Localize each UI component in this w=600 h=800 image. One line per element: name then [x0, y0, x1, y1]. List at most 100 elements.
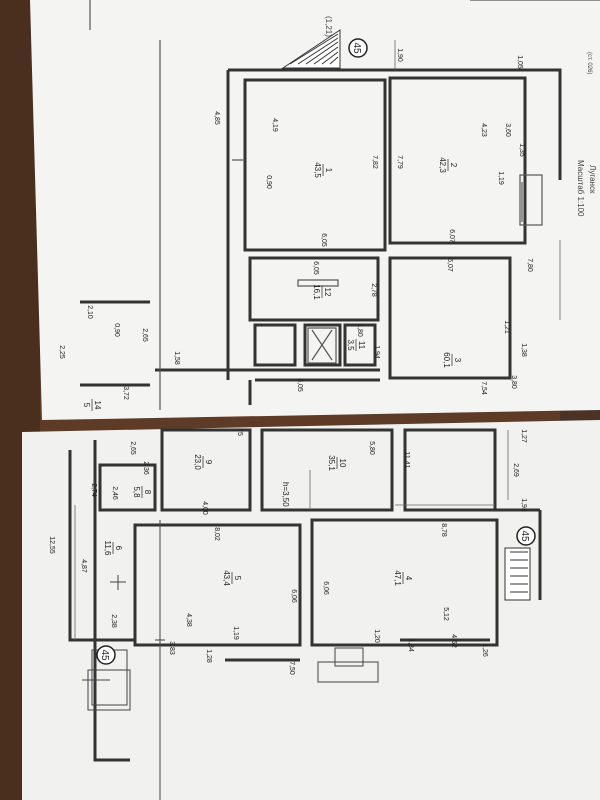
room-number: 14	[93, 401, 102, 410]
dimension-label: 6,06	[322, 581, 329, 595]
dimension-labels: 1,90 1,05 3,60 1,35 4,85 4,19 4,23 7,82 7,79 1,19…	[48, 48, 533, 675]
dimension-label: 1,28	[205, 649, 212, 663]
dimension-label: 8,02	[213, 527, 220, 541]
room-area: 43,4	[222, 570, 231, 586]
lower-plan-walls	[68, 428, 542, 762]
room-area: 43,5	[313, 162, 322, 178]
dimension-label: 6,07	[448, 229, 455, 243]
section-marker-lower-left: 45	[96, 645, 116, 665]
room-label: 360,1	[442, 352, 462, 368]
dimension-label: 1,34	[407, 638, 414, 652]
dimension-label: 2,65	[141, 328, 148, 342]
section-marker-lower-right: 45	[516, 526, 536, 546]
dimension-label: 2,46	[111, 486, 118, 500]
upper-sheet	[30, 0, 600, 420]
section-marker-top-label: 45	[351, 42, 362, 54]
dimension-label: 1,38	[520, 343, 527, 357]
room-number: 12	[323, 288, 332, 297]
dimension-label: 1,05	[516, 55, 523, 69]
dimension-label: 11,41	[403, 452, 410, 469]
dimension-label: 5,80	[368, 441, 375, 455]
dimension-label: 6,06	[290, 589, 297, 603]
room-number: 5	[233, 576, 242, 581]
dimension-label: 1,27	[520, 429, 527, 443]
dimension-label: 1,93	[520, 498, 527, 512]
room-number: 4	[404, 576, 413, 581]
room-area: 11,6	[103, 541, 112, 557]
dimension-label: 4,23	[480, 123, 487, 137]
room-area: 3,5	[346, 339, 355, 351]
dimension-label: 7,79	[396, 155, 403, 169]
section-marker-lower-right-label: 45	[519, 530, 530, 542]
dimension-label: 7,82	[371, 155, 378, 169]
room-label: 923,0	[193, 454, 213, 470]
room-area: 23,0	[193, 454, 202, 470]
dimension-label: 6,05	[320, 233, 327, 247]
room-label: 611,6	[103, 541, 123, 557]
dimension-label: 7,80	[526, 258, 533, 272]
dimension-label: 6,05	[296, 378, 303, 392]
upper-plan-walls	[80, 68, 562, 405]
room-number: 8	[143, 490, 152, 495]
dimension-label: 0,90	[265, 175, 272, 189]
dimension-label: 3,80	[510, 375, 517, 389]
room-label: 143,5	[313, 162, 333, 178]
header-mark-left: (1,21)	[324, 16, 333, 37]
room-area: 5	[82, 403, 91, 408]
upper-stairs	[281, 29, 341, 69]
dimension-label: 6,07	[446, 258, 453, 272]
dimension-label: 2,78	[370, 283, 377, 297]
room-number: 10	[338, 459, 347, 468]
dimension-label: 1,35	[518, 143, 525, 157]
dimension-label: 75	[236, 428, 243, 436]
dimension-label: 3,72	[122, 386, 129, 400]
lower-stairs	[504, 547, 531, 601]
room-label: 242,3	[438, 157, 458, 173]
room-area: 60,1	[442, 352, 451, 368]
dimension-label: 1,20	[373, 629, 380, 643]
dimension-label: 0,90	[113, 323, 120, 337]
dimension-label: 7,50	[288, 661, 295, 675]
room-label: 145	[82, 399, 102, 411]
room-number: 6	[114, 546, 123, 551]
dimension-label: 4,19	[271, 118, 278, 132]
dimension-label: 3,83	[168, 641, 175, 655]
section-marker-top: 45	[348, 38, 368, 58]
dimension-label: 5,12	[442, 607, 449, 621]
dimension-label: 8,78	[440, 523, 447, 537]
room-number: 3	[453, 358, 462, 363]
dimension-label: 4,00	[201, 501, 208, 515]
dimension-label: 3,60	[504, 123, 511, 137]
dimension-label: 2,69	[512, 463, 519, 477]
room-area: 47,1	[393, 570, 402, 586]
dimension-label: 1,80	[356, 323, 363, 337]
room-area: 5,8	[132, 486, 141, 498]
dimension-label: 1,58	[173, 351, 180, 365]
dimension-label: 2,36	[142, 461, 149, 475]
dimension-label: 1,19	[497, 171, 504, 185]
header-scale: Масштаб 1:100	[576, 160, 585, 217]
dimension-label: 1,90	[396, 48, 403, 62]
room-number: 2	[449, 163, 458, 168]
room-number: 11	[357, 341, 366, 350]
room-area: 16,1	[312, 284, 321, 300]
dimension-label: 2,10	[86, 305, 93, 319]
dimension-label: 6,05	[312, 261, 319, 275]
header-city: Луганск	[588, 165, 597, 194]
dimension-label: 1,94	[373, 345, 380, 359]
dimension-label: 2,25	[58, 345, 65, 359]
dimension-label: 4,85	[213, 111, 220, 125]
room-label: 543,4	[222, 570, 242, 586]
dimension-label: 4,87	[80, 559, 87, 573]
ceiling-height: h=3,50	[281, 482, 290, 507]
dimension-label: 7,54	[480, 381, 487, 395]
room-area: 42,3	[438, 157, 447, 173]
dimension-label: 1,21	[503, 320, 510, 334]
dimension-label: 12,55	[48, 536, 55, 554]
room-number: 9	[204, 460, 213, 465]
room-label: 85,8	[132, 486, 152, 498]
header-mark-right: (ст. 026)	[586, 52, 592, 74]
